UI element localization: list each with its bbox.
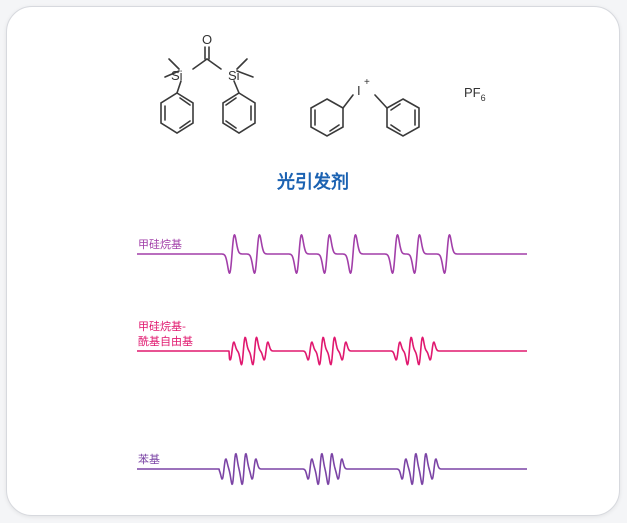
epr-trace-silyl: [136, 234, 528, 274]
epr-trace-phenyl: [136, 452, 528, 486]
silicon-atom-label-left: Si: [171, 68, 183, 83]
epr-spectra-figure: O Si Si I + PF6 光引发剂 甲硅烷基 甲硅烷基-酰基自由基: [136, 32, 528, 486]
trace-label-phenyl: 苯基: [138, 452, 160, 466]
trace-label-silyl-acyl: 甲硅烷基-酰基自由基: [138, 319, 193, 348]
trace-label-line: 甲硅烷基: [138, 237, 182, 251]
figure-card: O Si Si I + PF6 光引发剂 甲硅烷基 甲硅烷基-酰基自由基: [6, 6, 620, 516]
counterion-label: PF6: [464, 85, 486, 103]
iodine-atom-label: I: [357, 83, 361, 98]
trace-label-silyl: 甲硅烷基: [138, 237, 182, 251]
iodonium-charge-label: +: [364, 77, 370, 88]
photoinitiator-caption: 光引发剂: [276, 171, 349, 193]
disilyl-ketone-structure: [160, 46, 256, 134]
diphenyliodonium-structure: [310, 94, 420, 137]
epr-trace-silyl-acyl: [136, 336, 528, 366]
trace-label-line: 酰基自由基: [138, 334, 193, 348]
oxygen-atom-label: O: [202, 32, 212, 47]
trace-label-line: 苯基: [138, 452, 160, 466]
trace-label-line: 甲硅烷基-: [138, 319, 186, 333]
silicon-atom-label-right: Si: [228, 68, 240, 83]
